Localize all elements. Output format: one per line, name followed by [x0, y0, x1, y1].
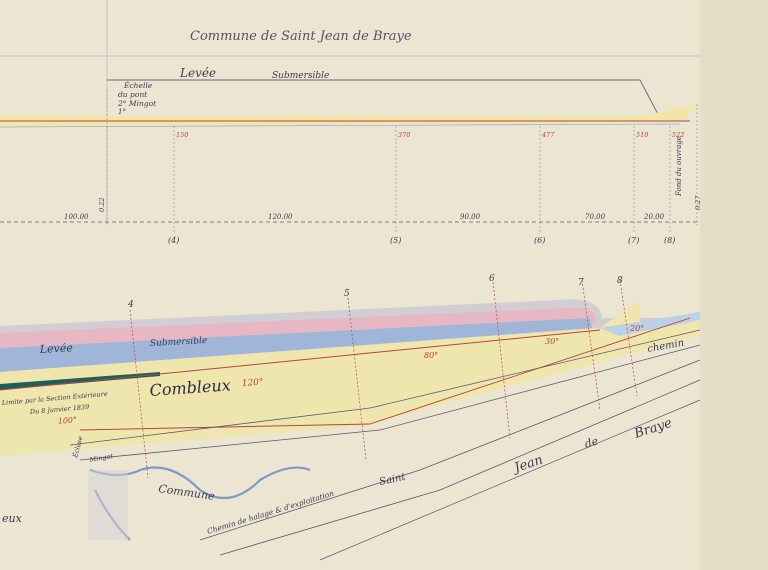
- left-edge-value: 0.22: [98, 198, 106, 212]
- left-note-value: 100°: [57, 415, 77, 426]
- profile-submersible-label: Submersible: [272, 71, 329, 81]
- distance-30: 30°: [545, 337, 559, 346]
- red-boundary-lower: [79, 423, 371, 431]
- profile-river-band: [0, 104, 700, 126]
- lock-building: [88, 470, 128, 540]
- distance-20: 20°: [629, 324, 644, 333]
- red-boundary-right: [369, 317, 691, 425]
- river-water: [0, 318, 592, 372]
- red-boundary-upper: [0, 329, 601, 391]
- road-halage-upper: [199, 359, 701, 541]
- paper-right-margin: [700, 0, 768, 570]
- section-number-7: 7: [578, 278, 584, 288]
- section-line-4: [129, 309, 149, 479]
- distance-1: 100.00: [64, 213, 89, 221]
- end-value: 0.27: [694, 195, 702, 210]
- station-label-7: (7): [628, 236, 639, 245]
- end-note: Fond du ouvrage: [675, 136, 683, 197]
- distance-80: 80°: [424, 351, 438, 360]
- station-mark-6: 477: [541, 131, 555, 139]
- stream: [89, 466, 311, 500]
- section-number-6: 6: [489, 274, 495, 284]
- legend-line-2: du pont: [118, 90, 148, 99]
- station-mark-8: 522: [672, 131, 684, 139]
- section-line-8: [619, 279, 638, 397]
- distance-4: 70.00: [585, 213, 606, 221]
- river-bed: [0, 300, 700, 456]
- station-label-5: (5): [390, 236, 401, 245]
- station-mark-7: 510: [636, 131, 648, 139]
- distance-5: 20.00: [643, 213, 665, 221]
- commune-title: Commune de Saint Jean de Braye: [190, 29, 412, 44]
- legend-line-3: 2° Mingot: [117, 99, 157, 108]
- legend-line-4: 1°: [118, 108, 126, 116]
- plan-submersible-label: Submersible: [150, 336, 208, 349]
- station-label-4: (4): [168, 236, 179, 245]
- station-mark-5: 370: [398, 131, 410, 139]
- eux-label: eux: [2, 512, 23, 525]
- legend-line-1: Échelle: [123, 81, 153, 90]
- road-upper-edge: [69, 329, 701, 446]
- road-halage-lower: [219, 379, 701, 556]
- section-line-5: [347, 297, 367, 461]
- section-number-8: 8: [617, 276, 623, 286]
- right-water-edge: [600, 312, 700, 336]
- section-number-4: 4: [127, 300, 134, 310]
- profile-section: Commune de Saint Jean de Braye Levée Sub…: [0, 29, 702, 245]
- profile-levee-label: Levée: [179, 66, 216, 80]
- combleux-distance: 120°: [242, 378, 264, 389]
- section-line-7: [581, 279, 601, 411]
- distance-3: 90.00: [460, 213, 481, 221]
- road-lowest: [319, 399, 701, 561]
- station-mark-4: 150: [176, 131, 188, 139]
- distance-2: 120.00: [268, 213, 293, 221]
- section-number-5: 5: [344, 289, 350, 299]
- station-label-8: (8): [664, 236, 675, 245]
- levee-profile-line: [107, 79, 661, 119]
- plan-levee-label: Levée: [38, 341, 73, 356]
- profile-bed-line: [0, 123, 681, 128]
- station-label-6: (6): [534, 236, 545, 245]
- road-lower-edge: [79, 344, 701, 461]
- de-label: de: [583, 434, 600, 451]
